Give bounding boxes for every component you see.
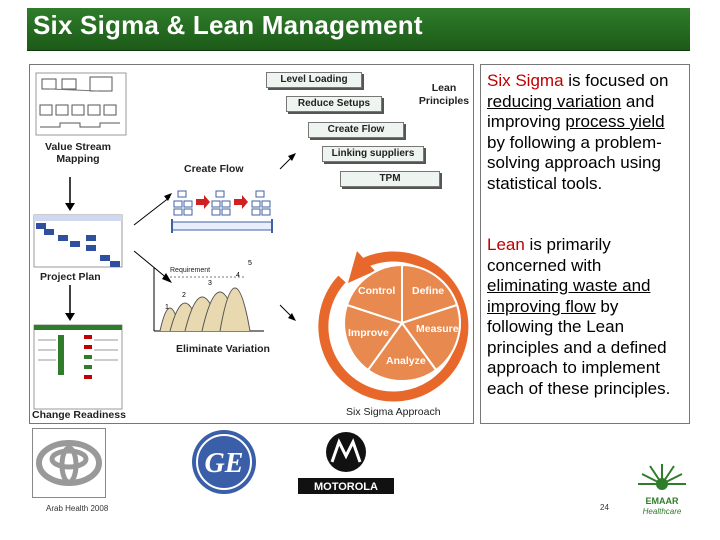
lean-box-linking-suppliers: Linking suppliers	[322, 146, 424, 162]
dmaic-wheel	[318, 251, 469, 402]
value-stream-mapping-label: Value Stream Mapping	[45, 141, 111, 165]
dmaic-control: Control	[358, 285, 396, 297]
svg-text:3: 3	[208, 280, 212, 287]
svg-text:4: 4	[236, 272, 240, 279]
lean-principles-label: Lean Principles	[418, 82, 470, 107]
lean-paragraph: Lean is primarily concerned with elimina…	[487, 235, 687, 399]
six-sigma-text-1: is focused on	[563, 71, 669, 90]
lean-underline-1: eliminating waste and improving flow	[487, 276, 651, 316]
emaar-logo-text: EMAAR	[646, 496, 679, 506]
lean-text-1: is primarily concerned with	[487, 235, 611, 275]
value-stream-map-thumbnail	[35, 72, 127, 136]
lean-term: Lean	[487, 235, 525, 254]
eliminate-variation-label: Eliminate Variation	[176, 343, 270, 355]
change-readiness-label: Change Readiness	[32, 409, 126, 421]
lean-box-create-flow: Create Flow	[308, 122, 404, 138]
motorola-logo: MOTOROLA	[296, 428, 396, 496]
create-flow-graphic	[171, 190, 273, 233]
definitions-textbox: Six Sigma is focused on reducing variati…	[480, 64, 690, 424]
lean-six-sigma-diagram: 1 2 3 4 5 Level Loading Reduce Setups	[29, 64, 474, 424]
svg-text:5: 5	[248, 260, 252, 267]
dmaic-measure: Measure	[416, 323, 459, 335]
six-sigma-underline-1: reducing variation	[487, 91, 622, 111]
requirement-label: Requirement	[170, 267, 211, 274]
project-plan-thumbnail	[33, 214, 123, 268]
footer-event: Arab Health 2008	[46, 504, 109, 513]
lean-box-reduce-setups: Reduce Setups	[286, 96, 382, 112]
six-sigma-approach-label: Six Sigma Approach	[346, 406, 441, 418]
six-sigma-term: Six Sigma	[487, 71, 564, 90]
six-sigma-paragraph: Six Sigma is focused on reducing variati…	[487, 71, 687, 194]
motorola-logo-text: MOTOROLA	[314, 481, 378, 493]
emaar-healthcare-logo: EMAAR Healthcare	[630, 462, 694, 518]
dmaic-analyze: Analyze	[386, 355, 426, 367]
dmaic-define: Define	[412, 285, 445, 297]
diagram-graphics: 1 2 3 4 5	[33, 72, 469, 410]
slide-title: Six Sigma & Lean Management	[33, 10, 423, 40]
six-sigma-text-3: by following a problem-solving approach …	[487, 132, 662, 193]
lean-box-level-loading: Level Loading	[266, 72, 362, 88]
six-sigma-underline-2: process yield	[565, 112, 665, 131]
svg-text:1: 1	[165, 304, 169, 311]
ge-logo-text: GE	[205, 448, 244, 479]
variation-curves-graphic: 1 2 3 4 5	[153, 260, 264, 332]
dmaic-improve: Improve	[348, 327, 389, 339]
toyota-logo	[32, 428, 106, 498]
six-sigma-text-2: and improving	[487, 91, 655, 132]
page-number: 24	[600, 503, 609, 512]
healthcare-logo-text: Healthcare	[643, 507, 682, 516]
ge-logo: GE	[188, 428, 260, 496]
svg-text:2: 2	[182, 292, 186, 299]
lean-text-2: by following the Lean principles and a d…	[487, 296, 671, 398]
project-plan-label: Project Plan	[40, 271, 101, 283]
title-bar: Six Sigma & Lean Management	[27, 8, 690, 51]
lean-box-tpm: TPM	[340, 171, 440, 187]
create-flow-label: Create Flow	[184, 163, 244, 175]
change-readiness-thumbnail	[33, 324, 123, 410]
